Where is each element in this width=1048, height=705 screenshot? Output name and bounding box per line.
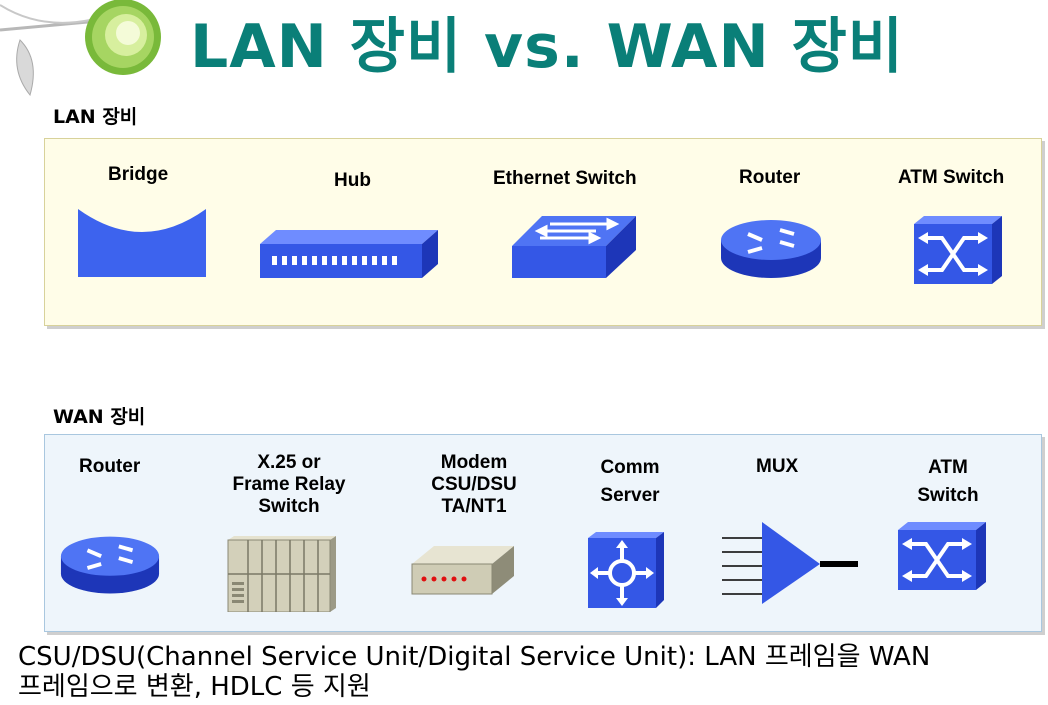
- lan-section-label: LAN 장비: [53, 106, 138, 128]
- mux-icon: [722, 522, 858, 604]
- wan-router-label: Router: [79, 456, 141, 477]
- wan-devices-panel: [44, 434, 1042, 632]
- hub-label: Hub: [334, 170, 371, 191]
- atm-switch-icon: [914, 216, 1002, 284]
- modem-label-line3: TA/NT1: [441, 496, 507, 517]
- comm-server-icon: [588, 532, 664, 608]
- ethernet-switch-icon: [512, 216, 636, 278]
- note-line1: CSU/DSU(Channel Service Unit/Digital Ser…: [18, 642, 931, 672]
- atm-label-line2: Switch: [917, 485, 979, 506]
- modem-label-line1: Modem: [440, 452, 508, 473]
- note-line2: 프레임으로 변환, HDLC 등 지원: [18, 672, 371, 702]
- modem-label-line2: CSU/DSU: [431, 474, 517, 495]
- ethernet-switch-label: Ethernet Switch: [493, 168, 637, 189]
- x25-label-line2: Frame Relay: [232, 474, 346, 495]
- x25-label-line1: X.25 or: [257, 452, 321, 473]
- comm-server-label: Comm Server: [580, 454, 680, 510]
- wan-atm-switch-icon: [898, 522, 986, 590]
- page-title: LAN 장비 vs. WAN 장비: [190, 12, 904, 82]
- x25-label-line3: Switch: [258, 496, 320, 517]
- comm-label-line2: Server: [600, 485, 660, 506]
- wan-router-icon: [60, 536, 160, 594]
- wan-section-label: WAN 장비: [53, 406, 146, 428]
- atm-switch-label: ATM Switch: [898, 167, 1005, 188]
- hub-icon: [260, 230, 438, 278]
- modem-icon: [411, 546, 514, 595]
- mux-label: MUX: [756, 456, 799, 477]
- comm-label-line1: Comm: [600, 457, 660, 478]
- logo-icon: [0, 0, 161, 97]
- csu-dsu-note: CSU/DSU(Channel Service Unit/Digital Ser…: [18, 642, 1038, 702]
- router-label: Router: [739, 167, 801, 188]
- frame-relay-switch-icon: [227, 536, 336, 612]
- modem-label: Modem CSU/DSU TA/NT1: [404, 452, 544, 518]
- x25-frame-relay-label: X.25 or Frame Relay Switch: [218, 452, 360, 518]
- bridge-label: Bridge: [108, 164, 169, 185]
- atm-label-line1: ATM: [928, 457, 968, 478]
- bridge-icon: [78, 209, 206, 277]
- router-icon: [721, 220, 821, 278]
- wan-atm-switch-label: ATM Switch: [908, 454, 988, 510]
